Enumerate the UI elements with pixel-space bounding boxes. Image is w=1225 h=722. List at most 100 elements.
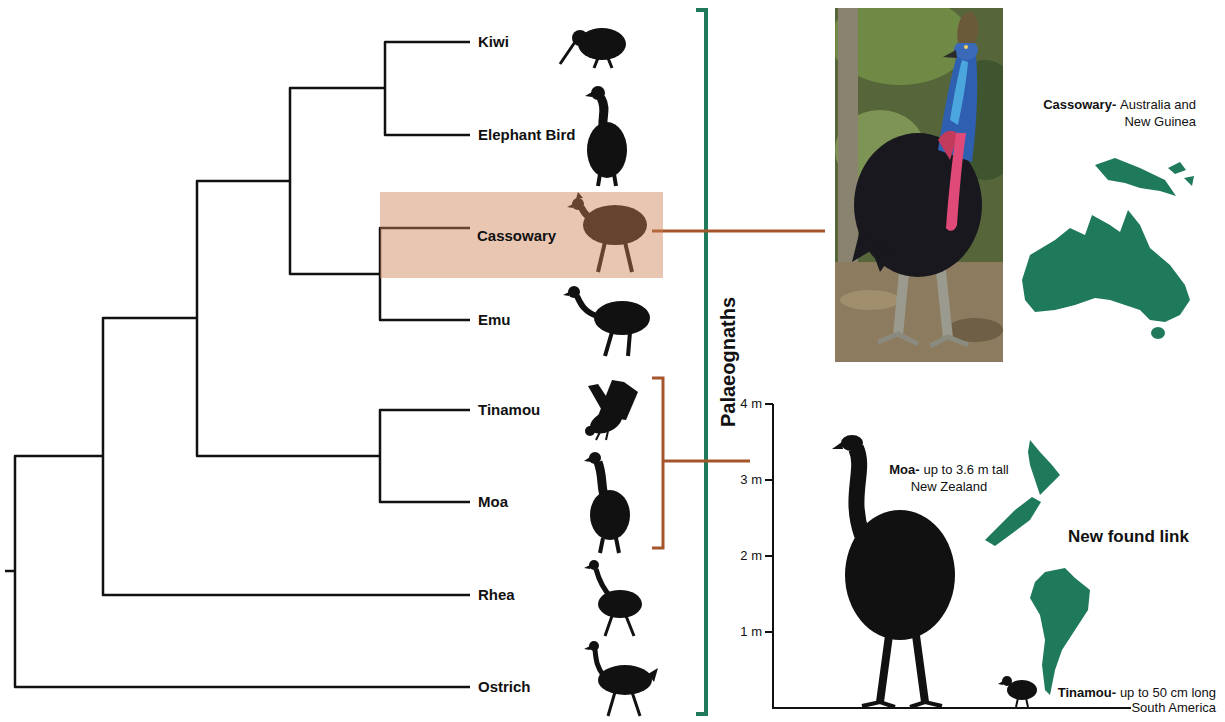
island-map xyxy=(1168,162,1186,174)
ostrich-silhouette xyxy=(598,665,652,695)
moa-figure xyxy=(862,702,942,707)
node-label: Cassowary xyxy=(477,227,556,244)
cassowary-leg xyxy=(940,262,948,338)
range-note: Australia and New Guinea xyxy=(1120,97,1196,129)
tinamou-figure xyxy=(1016,698,1028,707)
ostrich-silhouette xyxy=(584,646,590,650)
clade-name: Palaeognaths xyxy=(717,297,739,427)
axis-tick-label: 3 m xyxy=(740,472,762,487)
group-bracket xyxy=(652,378,663,548)
species-name: Elephant Bird xyxy=(478,125,576,145)
size-note: Moa-up to 3.6 m tallNew Zealand xyxy=(876,461,1022,495)
axis-tick-label: 3 m xyxy=(712,472,762,488)
ostrich-silhouette xyxy=(608,692,640,716)
size-note: Tinamou-up to 50 cm longSouth America xyxy=(1034,685,1216,715)
elephant-bird-silhouette xyxy=(598,174,616,186)
size-note: up to 3.6 m tall xyxy=(923,462,1008,477)
species-name: Ostrich xyxy=(478,677,531,697)
species-name: Elephant Bird xyxy=(478,126,576,143)
cassowary-photo xyxy=(835,8,1003,362)
size-note: up to 50 cm long xyxy=(1120,685,1216,700)
leader-line xyxy=(652,230,825,233)
moa-silhouette xyxy=(584,457,591,462)
cassowary-casque xyxy=(957,12,978,43)
new-zealand-map xyxy=(985,497,1041,546)
axis-tick-label: 2 m xyxy=(712,548,762,564)
cassowary-beak xyxy=(943,50,957,58)
rhea-silhouette xyxy=(605,616,634,636)
cassowary-plumage xyxy=(852,230,892,272)
moa-figure xyxy=(832,442,843,449)
tree-branch xyxy=(103,318,470,595)
species-name: Tinamou xyxy=(478,400,540,420)
species-name: Rhea xyxy=(478,586,515,603)
cassowary-body xyxy=(854,133,982,277)
rhea-silhouette xyxy=(589,560,599,570)
size-note: South America xyxy=(1131,700,1216,715)
size-axes xyxy=(765,404,1215,708)
axis-tick-label: 4 m xyxy=(712,396,762,412)
axis-tick-label: 2 m xyxy=(740,548,762,563)
australia-map xyxy=(1022,210,1190,322)
emu-silhouette xyxy=(605,332,630,356)
range-note: Cassowary- xyxy=(1043,97,1116,112)
tree-branch xyxy=(385,42,470,135)
photo-ground xyxy=(840,290,900,310)
axis-tick xyxy=(765,404,773,632)
species-name: Rhea xyxy=(478,585,515,605)
highlight-band: Cassowary xyxy=(380,192,663,278)
species-name: Tinamou xyxy=(478,401,540,418)
moa-silhouette xyxy=(600,538,619,553)
elephant-bird-silhouette xyxy=(585,92,592,97)
moa-silhouette xyxy=(590,490,630,540)
size-note: New Zealand xyxy=(911,479,988,494)
photo-ground xyxy=(835,262,1003,362)
tinamou-figure xyxy=(998,676,1037,707)
cassowary-wattle xyxy=(946,133,966,231)
tinamou-silhouette xyxy=(585,426,595,436)
rhea-silhouette xyxy=(598,590,642,618)
cassowary-neck xyxy=(950,60,968,125)
axis-tick-label: 4 m xyxy=(740,396,762,411)
ostrich-silhouette xyxy=(648,668,658,682)
tree-branch xyxy=(290,88,385,274)
leader-line xyxy=(663,460,750,463)
island-map xyxy=(1184,176,1194,186)
clade-name: Palaeognaths xyxy=(716,297,740,427)
headline: New found link xyxy=(1068,526,1189,548)
kiwi-silhouette xyxy=(594,58,612,68)
moa-figure xyxy=(856,448,862,535)
new-zealand-map xyxy=(1028,440,1060,495)
tinamou-silhouette xyxy=(588,384,614,414)
emu-silhouette xyxy=(577,296,597,316)
tree-branches xyxy=(5,42,470,687)
kiwi-silhouette xyxy=(560,42,575,64)
elephant-bird-silhouette xyxy=(587,122,627,178)
species-name: Kiwi xyxy=(478,33,509,50)
species-name: Moa xyxy=(478,493,508,510)
headline: New found link xyxy=(1068,527,1189,546)
new-guinea-map xyxy=(1095,158,1176,196)
tree-root xyxy=(5,570,15,573)
size-note: Tinamou- xyxy=(1058,685,1116,700)
tinamou-figure xyxy=(1002,676,1012,686)
species-name: Emu xyxy=(478,311,511,328)
tinamou-silhouette xyxy=(596,431,608,440)
species-name: Emu xyxy=(478,310,511,330)
size-note: Moa- xyxy=(889,462,919,477)
emu-silhouette xyxy=(563,292,569,296)
clade-bracket xyxy=(696,10,706,714)
ostrich-silhouette xyxy=(589,641,599,651)
species-name: Moa xyxy=(478,492,508,512)
axis-tick-label: 1 m xyxy=(740,624,762,639)
tinamou-figure xyxy=(998,681,1003,685)
cassowary-foot xyxy=(878,334,968,346)
emu-silhouette xyxy=(594,301,650,335)
australia-map xyxy=(1022,158,1194,339)
chart-axis xyxy=(773,404,1215,708)
rhea-silhouette xyxy=(584,565,590,569)
range-note: Cassowary- Australia and New Guinea xyxy=(1024,96,1196,130)
moa-figure xyxy=(845,510,955,640)
